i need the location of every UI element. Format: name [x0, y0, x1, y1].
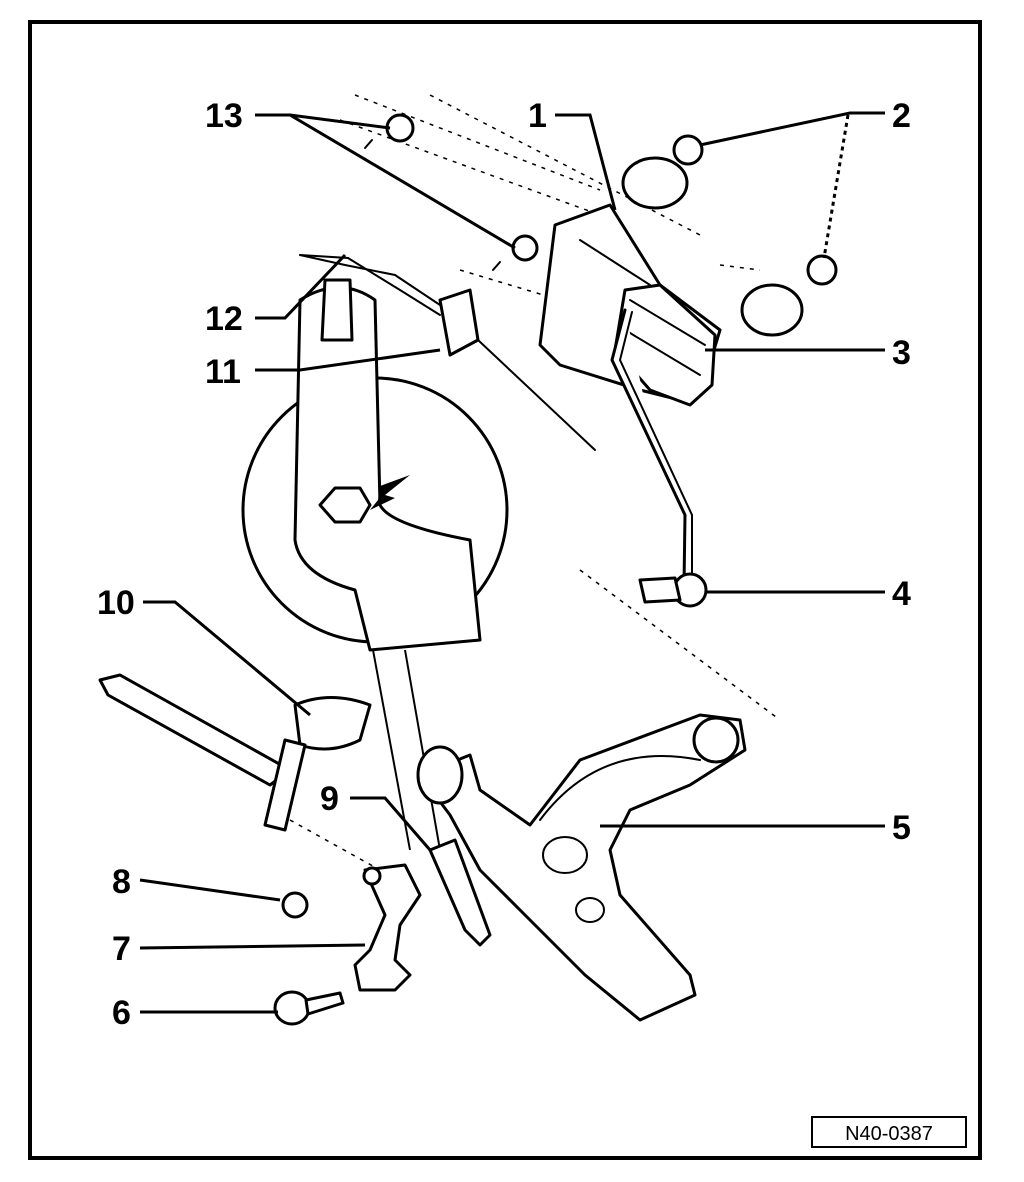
callout-9: 9: [320, 780, 339, 818]
callout-3: 3: [892, 334, 911, 372]
callout-leader-lines: [139, 111, 885, 1014]
callout-5: 5: [892, 809, 911, 847]
bolt-part-6: [273, 990, 345, 1026]
detail-magnifier: [241, 278, 509, 851]
diagram-frame: [28, 20, 982, 1160]
assembly-guide-lines: [289, 94, 781, 871]
callout-labels: 1 2 3 4 5 6 7 8 9 10 11 12 13: [97, 97, 911, 1032]
control-arm-part: [416, 713, 747, 1022]
detail-arrow-icon: [370, 475, 410, 510]
callout-8: 8: [112, 863, 131, 901]
callout-12: 12: [205, 300, 243, 338]
reference-code: N40-0387: [845, 1123, 933, 1145]
nut-part-8: [281, 891, 309, 919]
callout-10: 10: [97, 584, 135, 622]
callout-11: 11: [205, 353, 241, 391]
sensor-rod-part: [610, 308, 693, 587]
connector-part: [438, 288, 480, 357]
callout-6: 6: [112, 994, 131, 1032]
nut-parts-2: [672, 134, 838, 286]
sensor-bracket-part: [353, 863, 422, 992]
ball-joint-part: [638, 572, 708, 608]
callout-2: 2: [892, 97, 911, 135]
link-rod-part: [428, 838, 492, 947]
callout-7: 7: [112, 930, 131, 968]
reference-code-box: N40-0387: [811, 1116, 967, 1148]
callout-13: 13: [205, 97, 243, 135]
stabilizer-bar-part: [98, 673, 372, 832]
wiring-harness-part: [299, 254, 596, 451]
bolt-parts-13: [364, 113, 539, 271]
callout-1: 1: [528, 97, 547, 135]
callout-4: 4: [892, 575, 911, 613]
